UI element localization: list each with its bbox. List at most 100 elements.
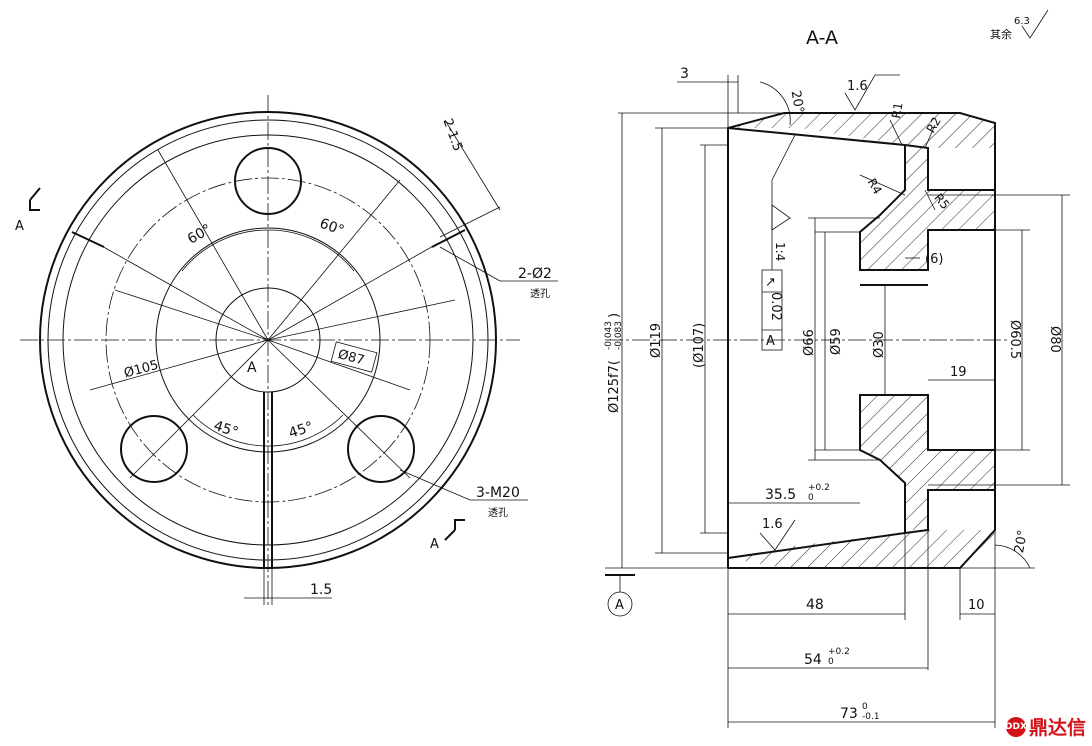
pin-hole-left [71, 231, 105, 248]
dim-54-tol-upper: +0.2 [828, 647, 850, 657]
dia-105-label: Ø105 [122, 358, 160, 382]
section-mark-bottom-arrow [444, 529, 456, 541]
dim-54-label: 54 [804, 652, 822, 668]
r2-label: R2 [924, 115, 944, 136]
angle-arc-45-left [192, 414, 269, 447]
threaded-hole-left [120, 415, 188, 483]
leader-thread-note [399, 469, 471, 501]
section-inner-recess-top [859, 145, 995, 271]
dim-35-5-tol-lower: 0 [808, 493, 814, 503]
section-mark-top-label: A [15, 219, 24, 234]
radial-line-60-left [99, 244, 269, 341]
radial-line-45-right [267, 339, 411, 479]
angle-20-bottom-label: 20° [1012, 529, 1031, 554]
slot-width-label: 1.5 [310, 582, 332, 598]
hatch-bottom-inner [860, 395, 995, 530]
brand-logo-icon: DDX [1005, 716, 1027, 737]
dim-10-label: 10 [968, 598, 985, 613]
section-title: A-A [806, 27, 838, 49]
radial-line-b [267, 299, 456, 341]
dia-125-tol-lower: -0.083 [614, 321, 624, 350]
section-inner-profile-bottom [904, 489, 995, 534]
angle-arc-20-bottom [994, 544, 1031, 569]
hatch-top-flange [728, 113, 995, 148]
dim-6-label: (6) [925, 252, 943, 267]
dia-66-label: Ø66 [802, 329, 817, 356]
dia-30-label: Ø30 [872, 331, 887, 358]
dim-73-label: 73 [840, 706, 858, 722]
inner-circle [215, 287, 321, 393]
dim-48-label: 48 [806, 597, 824, 613]
hatch-bottom-flange [728, 530, 995, 568]
dim-line-d87 [267, 339, 411, 391]
dim-19-label: 19 [950, 365, 967, 380]
dia-119-label: Ø119 [649, 323, 664, 358]
dim-3-label: 3 [680, 66, 689, 82]
r4-label: R4 [865, 176, 885, 197]
pin-hole-right [431, 229, 466, 248]
hatch-top-inner [860, 148, 995, 270]
leader-taper [771, 134, 796, 181]
leader-hole-note [439, 246, 501, 282]
section-bottom-chamfer-inner [727, 532, 906, 559]
angle-45-right-label: 45° [287, 419, 316, 442]
angle-20-top-label: 20° [788, 89, 807, 114]
dim-73-tol-lower: -0.1 [862, 712, 880, 722]
roughness-other-value: 6.3 [1014, 16, 1030, 27]
tolerance-symbol-label: ↗ [765, 275, 776, 290]
dim-line-d105 [89, 339, 269, 391]
outer-circle [39, 111, 497, 569]
radial-line-60-right [267, 244, 436, 341]
thread-note-sub-label: 透孔 [488, 507, 508, 519]
roughness-bottom-label: 1.6 [762, 517, 783, 532]
section-inner-profile-top [904, 144, 995, 191]
tolerance-frame [761, 269, 783, 351]
dia-107-label: (Ø107) [692, 323, 707, 368]
section-mark-bottom-label: A [430, 537, 439, 552]
thread-note-label: 3-M20 [476, 485, 520, 501]
leader-r4 [859, 174, 906, 196]
center-label: A [247, 360, 257, 376]
dim-35-5-tol-upper: +0.2 [808, 483, 830, 493]
dia-125-close: ) [607, 313, 622, 318]
hole-note-label: 2-Ø2 [518, 266, 552, 282]
roughness-other-label: 其余 [990, 27, 1012, 41]
chamfer-note-label: 2-1.5 [439, 117, 465, 154]
leader-chamfer-tick [439, 206, 501, 238]
roughness-symbol-bottom [759, 519, 796, 551]
brand-logo: DDX 鼎达信 [1005, 713, 1086, 740]
section-view: A-A 其余 6.3 3 20° 1.6 R1 R2 R4 R5 1:4 ↗ 0… [604, 9, 1070, 728]
section-top-chamfer-inner [727, 127, 906, 146]
dia-59-label: Ø59 [829, 328, 844, 355]
section-mark-top-symbol [29, 200, 40, 211]
radial-line-c [114, 289, 269, 341]
angle-arc-60-right [267, 229, 355, 272]
angle-45-left-label: 45° [212, 418, 241, 441]
threaded-hole-top [234, 147, 302, 215]
leader-chamfer [444, 119, 501, 211]
angle-arc-45-right [267, 414, 344, 447]
roughness-symbol-other [1021, 9, 1049, 39]
leader-r1 [889, 119, 903, 146]
dia-125-group: Ø125f7( -0.043 -0.083 ) [604, 313, 624, 413]
leader-r5 [924, 189, 936, 211]
leader-r2 [924, 124, 936, 149]
radial-line-a [157, 149, 269, 341]
pitch-circle-d105 [105, 177, 431, 503]
roughness-symbol-top [844, 74, 900, 111]
dia-125-tol-upper: -0.043 [604, 321, 614, 350]
tolerance-datum-label: A [766, 334, 775, 349]
radial-line-45-left [129, 339, 269, 479]
section-outer-profile-top [727, 112, 996, 569]
radial-line-d [267, 179, 401, 341]
brand-logo-text: 鼎达信 [1028, 717, 1086, 739]
r1-label: R1 [889, 101, 906, 119]
angle-arc-60-left [181, 229, 269, 272]
section-mark-bottom-symbol [454, 519, 465, 530]
taper-ratio-label: 1:4 [773, 242, 787, 261]
hole-note-sub-label: 透孔 [530, 288, 550, 300]
dim-54-tol-lower: 0 [828, 657, 834, 667]
datum-label: A [615, 598, 624, 613]
circle-d119 [62, 134, 474, 546]
